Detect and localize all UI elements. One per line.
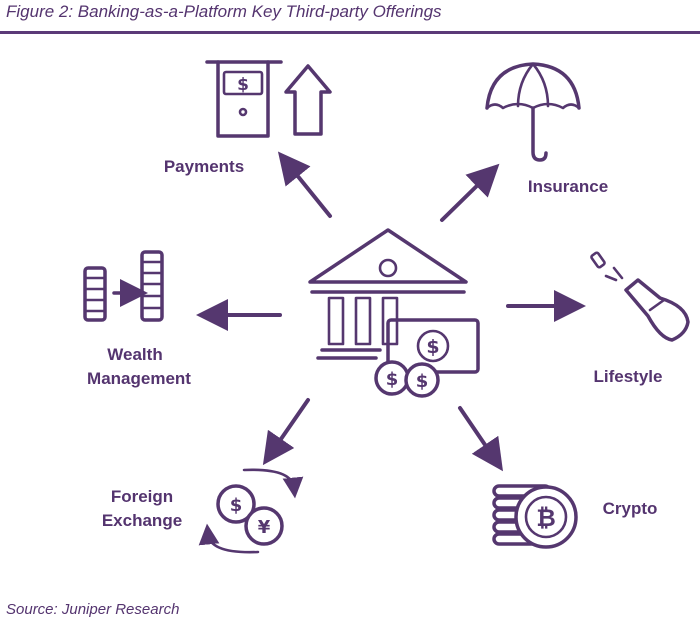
label-management: Management	[87, 369, 191, 388]
arrow-to-insurance	[440, 163, 500, 222]
arrow-to-foreign-exchange	[262, 398, 310, 466]
champagne-bottle-icon	[590, 251, 690, 342]
label-insurance: Insurance	[528, 177, 608, 196]
label-wealth: Wealth	[107, 345, 162, 364]
source-note: Source: Juniper Research	[6, 601, 180, 618]
label-crypto: Crypto	[603, 499, 658, 518]
label-lifestyle: Lifestyle	[594, 367, 663, 386]
center-dollar-2: $	[386, 369, 399, 390]
fx-dollar: $	[230, 495, 243, 516]
center-dollar-3: $	[416, 371, 429, 392]
label-foreign: Foreign	[111, 487, 173, 506]
title-rule	[0, 31, 700, 34]
payments-dollar: $	[237, 75, 249, 95]
currency-exchange-icon: $ ¥	[198, 468, 304, 554]
label-payments: Payments	[164, 157, 244, 176]
bank-with-money-icon: $ $ $	[308, 228, 480, 398]
arrow-to-crypto	[458, 406, 503, 472]
atm-cash-upload-icon: $	[205, 60, 332, 138]
umbrella-icon	[485, 62, 581, 162]
coin-stacks-transfer-icon	[83, 250, 164, 322]
center-dollar-1: $	[426, 336, 439, 358]
arrow-to-payments	[277, 151, 332, 218]
figure-title: Figure 2: Banking-as-a-Platform Key Thir…	[6, 2, 442, 21]
crypto-bitcoin: ₿	[536, 504, 556, 532]
fx-yen: ¥	[258, 517, 271, 538]
label-exchange: Exchange	[102, 511, 182, 530]
bitcoin-coin-stack-icon: ₿	[492, 484, 578, 549]
